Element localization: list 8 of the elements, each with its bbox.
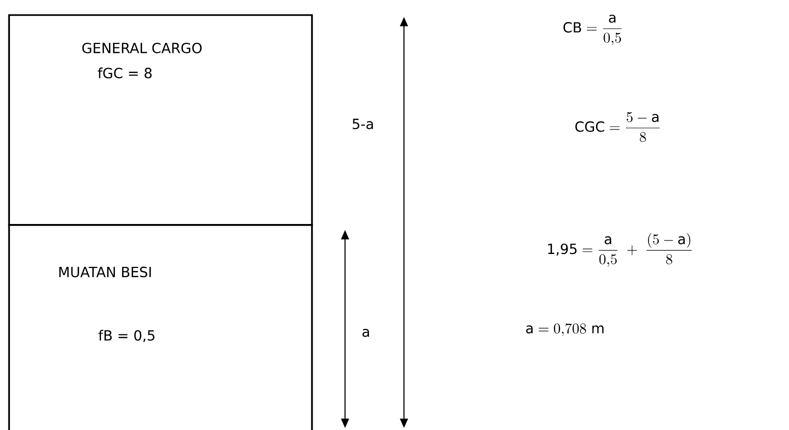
cargo-compartment: MUATAN BESI fB = 0,5 bbox=[8, 224, 313, 430]
formula: $\textsf{a} = 0{,}708\ \mathrm{m}$ bbox=[526, 323, 604, 336]
dimension-label: a bbox=[362, 328, 369, 337]
formula: $\textsf{CGC} = \frac{5 - \mathrm{a}}{8}$ bbox=[575, 112, 660, 142]
formula: $\textsf{CB} = \frac{\mathrm{a}}{0{,}5}$ bbox=[563, 14, 622, 46]
cargo-compartment: GENERAL CARGO fGC = 8 bbox=[8, 14, 313, 226]
formula: $\textsf{1,95} = \frac{\mathrm{a}}{0{,}5} \;+\; \frac{(5 - \mathrm{a})}{8}$ bbox=[548, 233, 692, 267]
dimension-label: 5-a bbox=[352, 118, 373, 130]
